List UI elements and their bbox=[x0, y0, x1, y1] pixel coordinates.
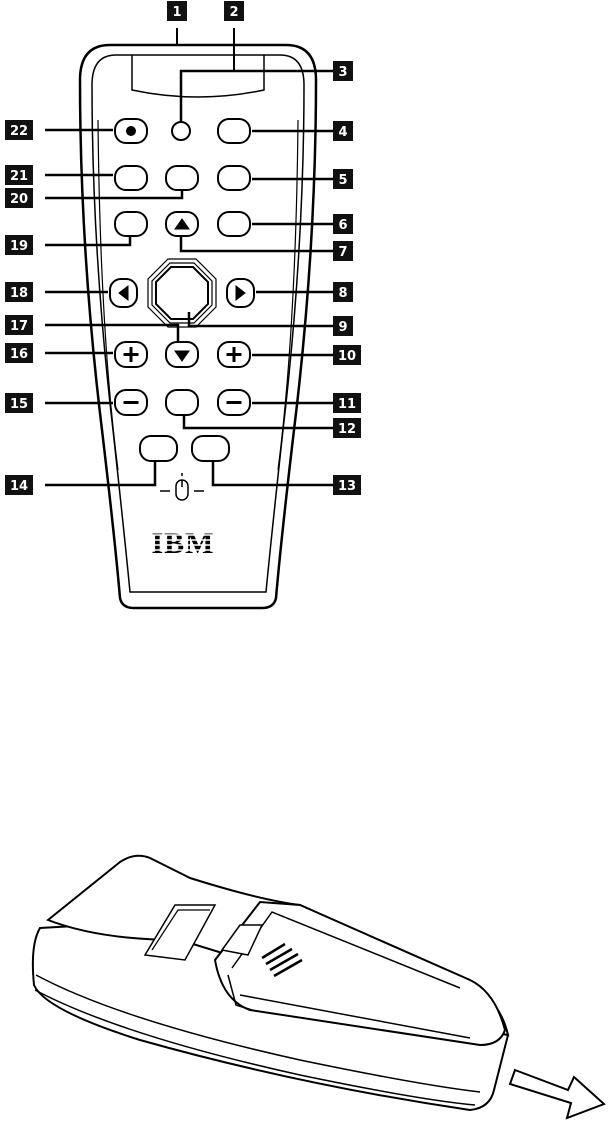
enter-button-ring bbox=[147, 258, 217, 328]
right-mouse-button[interactable] bbox=[191, 435, 230, 462]
logo-stripes bbox=[148, 534, 218, 551]
callout-10: 10 bbox=[333, 345, 361, 365]
right-arrow-icon bbox=[235, 284, 246, 302]
callout-14: 14 bbox=[5, 475, 33, 495]
svg-text:21: 21 bbox=[10, 169, 28, 184]
button-6[interactable] bbox=[217, 211, 251, 237]
callout-21: 21 bbox=[5, 165, 33, 185]
svg-text:11: 11 bbox=[338, 397, 356, 412]
left-mouse-button[interactable] bbox=[139, 435, 178, 462]
svg-text:5: 5 bbox=[338, 173, 347, 188]
down-arrow-icon bbox=[174, 350, 190, 362]
callout-3: 3 bbox=[333, 61, 353, 81]
remote-body-outline bbox=[78, 43, 318, 610]
enter-button[interactable] bbox=[155, 266, 209, 320]
remote-back-edge-2 bbox=[34, 989, 476, 1106]
svg-text:19: 19 bbox=[10, 239, 28, 254]
svg-text:12: 12 bbox=[338, 422, 356, 437]
plus-button-right[interactable] bbox=[217, 341, 251, 368]
callout-9: 9 bbox=[333, 316, 353, 336]
svg-text:17: 17 bbox=[10, 319, 28, 334]
ir-window bbox=[131, 55, 265, 98]
callout-16: 16 bbox=[5, 343, 33, 363]
button-12[interactable] bbox=[165, 389, 199, 416]
battery-recess bbox=[143, 904, 217, 961]
button-20[interactable] bbox=[165, 165, 199, 191]
down-button[interactable] bbox=[165, 341, 199, 368]
minus-button-right[interactable] bbox=[217, 389, 251, 416]
plus-icon-left bbox=[123, 347, 139, 362]
slide-direction-arrow bbox=[508, 1068, 606, 1120]
button-4[interactable] bbox=[217, 118, 251, 144]
cover-latch bbox=[220, 924, 264, 956]
callout-leader-lines bbox=[45, 69, 333, 487]
grip-right bbox=[277, 119, 299, 471]
callout-6: 6 bbox=[333, 214, 353, 234]
callout-17: 17 bbox=[5, 315, 33, 335]
svg-text:13: 13 bbox=[338, 479, 356, 494]
left-arrow-icon bbox=[118, 284, 129, 302]
battery-cover[interactable] bbox=[213, 900, 507, 1047]
svg-text:18: 18 bbox=[10, 286, 28, 301]
svg-text:20: 20 bbox=[10, 192, 28, 207]
up-arrow-icon bbox=[174, 218, 190, 230]
callout-22: 22 bbox=[5, 120, 33, 140]
svg-text:3: 3 bbox=[338, 65, 347, 80]
right-button[interactable] bbox=[226, 278, 255, 308]
left-button[interactable] bbox=[109, 278, 138, 308]
laser-button[interactable] bbox=[114, 118, 148, 144]
svg-text:10: 10 bbox=[338, 349, 356, 364]
svg-text:16: 16 bbox=[10, 347, 28, 362]
remote-back-view bbox=[31, 854, 606, 1120]
callout-18: 18 bbox=[5, 282, 33, 302]
button-21[interactable] bbox=[114, 165, 148, 191]
mouse-icon bbox=[175, 473, 189, 501]
svg-text:7: 7 bbox=[338, 245, 347, 260]
svg-text:4: 4 bbox=[338, 125, 347, 140]
plus-button-left[interactable] bbox=[114, 341, 148, 368]
remote-front-view: IBM bbox=[78, 28, 318, 610]
callout-15: 15 bbox=[5, 393, 33, 413]
ibm-logo: IBM bbox=[152, 527, 215, 560]
callout-13: 13 bbox=[333, 475, 361, 495]
callout-1: 1 bbox=[167, 1, 187, 21]
up-button[interactable] bbox=[165, 211, 199, 237]
plus-icon-right bbox=[226, 347, 242, 362]
callout-12: 12 bbox=[333, 418, 361, 438]
svg-text:1: 1 bbox=[172, 5, 181, 20]
callout-8: 8 bbox=[333, 282, 353, 302]
remote-back-edge bbox=[35, 974, 481, 1093]
callout-7: 7 bbox=[333, 241, 353, 261]
svg-text:14: 14 bbox=[10, 479, 28, 494]
cover-grip-ridges bbox=[261, 942, 303, 978]
enter-button-ring-inner bbox=[151, 262, 213, 324]
laser-dot-icon bbox=[126, 126, 136, 136]
minus-button-left[interactable] bbox=[114, 389, 148, 416]
button-19[interactable] bbox=[114, 211, 148, 237]
svg-text:8: 8 bbox=[338, 286, 347, 301]
svg-text:6: 6 bbox=[338, 218, 347, 233]
callout-2: 2 bbox=[224, 1, 244, 21]
svg-text:9: 9 bbox=[338, 320, 347, 335]
callout-4: 4 bbox=[333, 121, 353, 141]
callout-5: 5 bbox=[333, 169, 353, 189]
callout-11: 11 bbox=[333, 393, 361, 413]
callout-20: 20 bbox=[5, 188, 33, 208]
svg-text:22: 22 bbox=[10, 124, 28, 139]
svg-text:15: 15 bbox=[10, 397, 28, 412]
button-5[interactable] bbox=[217, 165, 251, 191]
remote-body-inner bbox=[91, 54, 305, 593]
callout-19: 19 bbox=[5, 235, 33, 255]
callout-labels: 1 2 3 4 5 6 7 8 bbox=[5, 1, 361, 495]
svg-text:2: 2 bbox=[229, 5, 238, 20]
indicator-light bbox=[171, 121, 191, 141]
